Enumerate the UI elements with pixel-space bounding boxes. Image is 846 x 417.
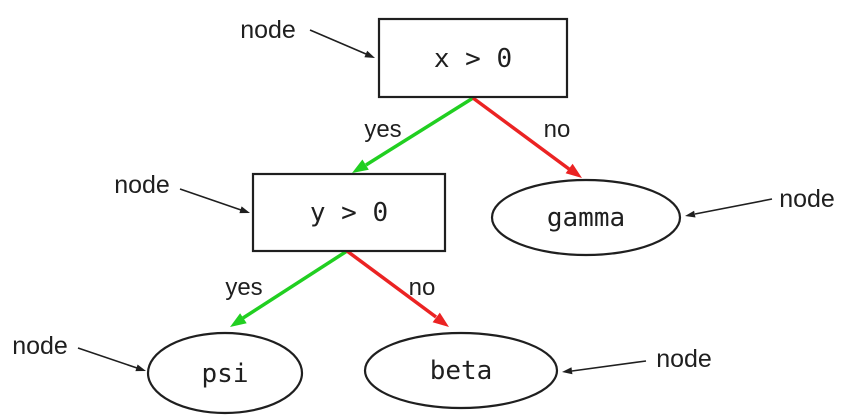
edge-cond2-yes-arrowhead-icon (230, 313, 247, 327)
node-root-label: x > 0 (434, 44, 512, 74)
edge-label-yes-top: yes (364, 116, 401, 143)
node-beta-label: beta (430, 356, 493, 386)
edge-label-no-bottom: no (409, 274, 436, 301)
node-gamma-label: gamma (547, 203, 625, 233)
annotation-cond2-arrow (179, 188, 242, 211)
annotation-psi-label: node (12, 332, 68, 360)
annotation-gamma-label: node (779, 185, 835, 213)
annotation-gamma-arrowhead-icon (685, 210, 696, 218)
annotation-root-label: node (240, 16, 296, 44)
annotation-beta-arrow (571, 360, 647, 372)
node-cond2-box (251, 172, 447, 253)
edge-root-no-arrowhead-icon (565, 163, 582, 178)
edge-label-yes-bottom: yes (225, 274, 262, 301)
edges (230, 96, 582, 327)
edge-cond2-no-arrowhead-icon (432, 312, 449, 327)
annotations: node node node node node (12, 16, 835, 375)
node-root-box (377, 17, 569, 99)
edge-root-yes (365, 96, 474, 167)
edge-cond2-yes (242, 249, 348, 320)
node-cond2-label: y > 0 (310, 198, 388, 228)
node-gamma-ellipse (490, 178, 682, 257)
annotation-root-arrowhead-icon (364, 50, 375, 58)
annotation-beta-label: node (656, 345, 712, 373)
edge-root-no (471, 96, 571, 171)
annotation-psi-arrow (77, 347, 138, 369)
annotation-cond2-label: node (114, 171, 170, 199)
node-beta-ellipse (363, 331, 559, 410)
annotation-beta-arrowhead-icon (562, 367, 573, 375)
nodes: x > 0 y > 0 gamma psi beta (146, 17, 682, 415)
annotation-cond2-arrowhead-icon (239, 206, 250, 214)
node-psi-label: psi (202, 359, 249, 389)
edge-cond2-no (345, 249, 438, 319)
edge-root-yes-arrowhead-icon (352, 159, 369, 173)
annotation-psi-arrowhead-icon (135, 364, 146, 372)
node-psi-ellipse (146, 331, 304, 415)
edge-labels: yes no yes no (225, 116, 570, 301)
annotation-gamma-arrow (694, 198, 773, 215)
annotation-root-arrow (309, 29, 367, 55)
edge-label-no-top: no (544, 116, 571, 143)
